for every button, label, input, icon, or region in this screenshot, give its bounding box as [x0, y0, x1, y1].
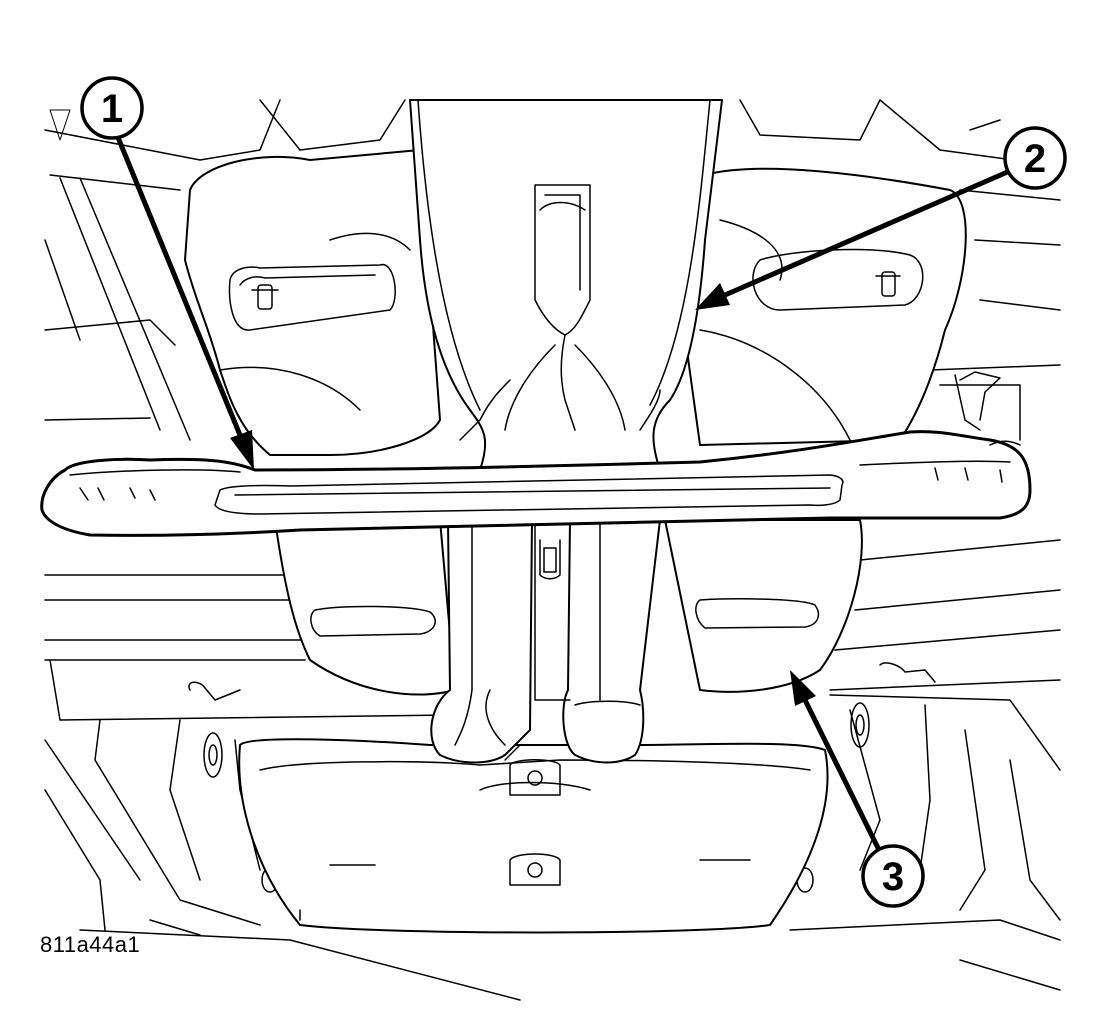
left-upper-panel	[184, 149, 441, 456]
lower-tank-pan	[238, 738, 829, 934]
callout-3-label: 3	[882, 855, 904, 899]
crossmember	[40, 430, 1032, 537]
lower-side-panels	[274, 519, 863, 696]
callout-2-label: 2	[1024, 137, 1046, 181]
callout-2: 2	[695, 126, 1067, 310]
callout-1: 1	[80, 76, 254, 470]
callout-3: 3	[790, 670, 925, 908]
exhaust-pipe-assembly	[409, 99, 723, 764]
figure-id: 811a44a1	[40, 932, 141, 957]
floor-pan-background	[44, 99, 1061, 1001]
callout-1-label: 1	[101, 87, 123, 131]
